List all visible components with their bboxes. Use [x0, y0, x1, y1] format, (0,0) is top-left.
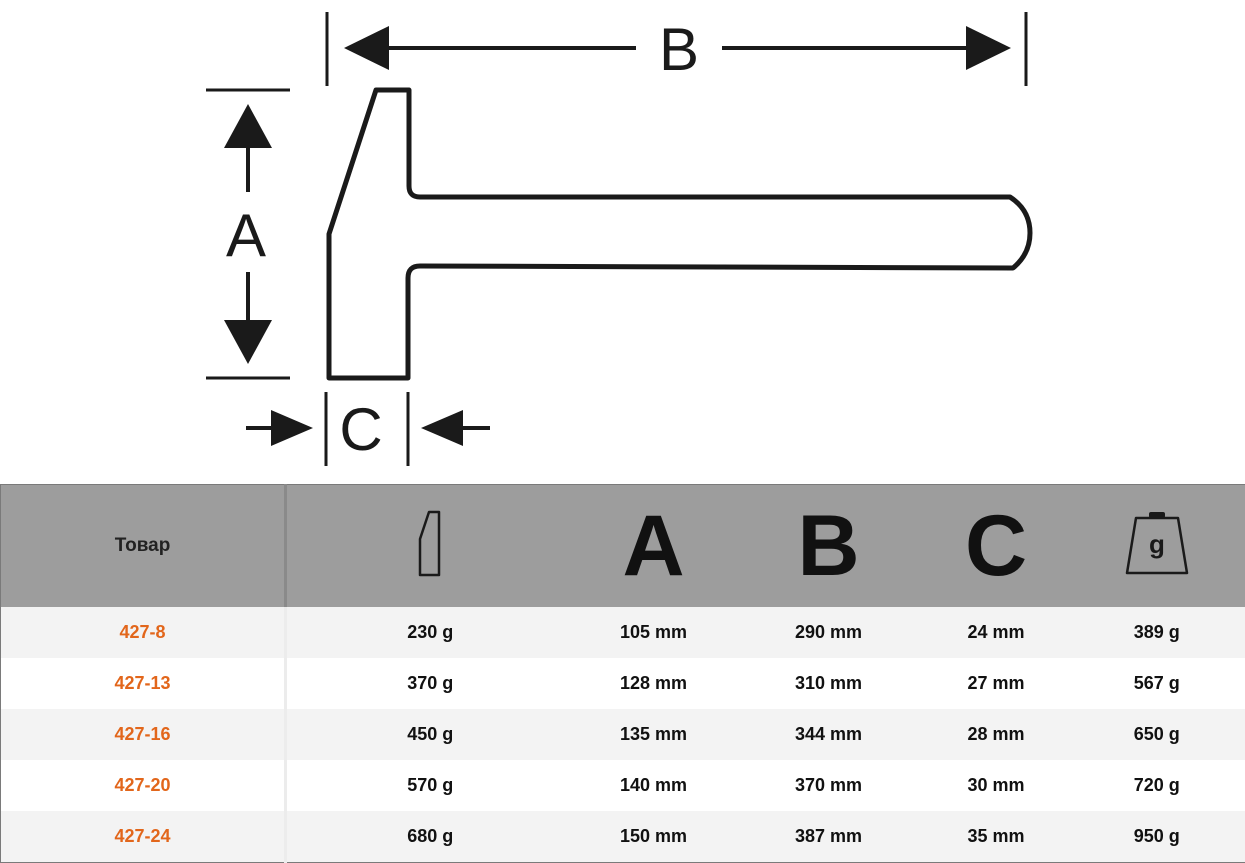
- product-link[interactable]: 427-16: [114, 724, 171, 744]
- dimension-c-label: C: [339, 396, 382, 463]
- c-cell: 27 mm: [923, 658, 1069, 709]
- weight-icon-label: g: [1149, 529, 1165, 559]
- head-weight-cell: 680 g: [285, 811, 574, 863]
- dimension-b-label: B: [659, 16, 699, 83]
- product-link[interactable]: 427-8: [119, 622, 166, 642]
- c-cell: 35 mm: [923, 811, 1069, 863]
- product-cell[interactable]: 427-8: [0, 607, 287, 658]
- product-cell[interactable]: 427-24: [0, 811, 287, 863]
- table-row: 427-20 570 g 140 mm 370 mm 30 mm 720 g: [0, 760, 1245, 811]
- head-weight-cell: 570 g: [285, 760, 574, 811]
- product-link[interactable]: 427-24: [114, 826, 171, 846]
- dimension-a: [206, 88, 290, 380]
- b-cell: 344 mm: [733, 709, 924, 760]
- hammer-head-icon: [417, 509, 443, 584]
- c-cell: 30 mm: [923, 760, 1069, 811]
- b-column-letter: B: [797, 498, 860, 594]
- table-row: 427-8 230 g 105 mm 290 mm 24 mm 389 g: [0, 607, 1245, 658]
- weight-cell: 567 g: [1068, 658, 1245, 709]
- c-cell: 24 mm: [923, 607, 1069, 658]
- dimension-b: [325, 12, 1028, 86]
- a-cell: 105 mm: [573, 607, 734, 658]
- a-cell: 128 mm: [573, 658, 734, 709]
- table-row: 427-13 370 g 128 mm 310 mm 27 mm 567 g: [0, 658, 1245, 709]
- b-cell: 370 mm: [733, 760, 924, 811]
- hammer-outline: [326, 87, 1033, 381]
- a-cell: 150 mm: [573, 811, 734, 863]
- c-column-header: C: [923, 484, 1069, 607]
- product-link[interactable]: 427-20: [114, 775, 171, 795]
- product-cell[interactable]: 427-20: [0, 760, 287, 811]
- spec-table: Товар A B C: [0, 484, 1245, 863]
- head-weight-cell: 230 g: [285, 607, 574, 658]
- head-weight-cell: 450 g: [285, 709, 574, 760]
- c-cell: 28 mm: [923, 709, 1069, 760]
- dimension-c: [246, 392, 490, 466]
- table-header-row: Товар A B C: [0, 484, 1245, 607]
- weight-column-header: g: [1068, 484, 1245, 607]
- weight-cell: 389 g: [1068, 607, 1245, 658]
- product-column-header: Товар: [0, 484, 287, 607]
- weight-cell: 650 g: [1068, 709, 1245, 760]
- table-row: 427-16 450 g 135 mm 344 mm 28 mm 650 g: [0, 709, 1245, 760]
- a-column-header: A: [573, 484, 734, 607]
- product-cell[interactable]: 427-13: [0, 658, 287, 709]
- weight-cell: 950 g: [1068, 811, 1245, 863]
- dimension-a-label: A: [226, 202, 266, 269]
- a-cell: 135 mm: [573, 709, 734, 760]
- product-cell[interactable]: 427-16: [0, 709, 287, 760]
- head-weight-cell: 370 g: [285, 658, 574, 709]
- c-column-letter: C: [964, 498, 1028, 594]
- b-cell: 387 mm: [733, 811, 924, 863]
- hammer-dimension-diagram: B A C: [206, 12, 1033, 466]
- a-column-letter: A: [622, 498, 685, 594]
- b-column-header: B: [733, 484, 924, 607]
- b-cell: 310 mm: [733, 658, 924, 709]
- weight-icon: g: [1122, 509, 1192, 584]
- head-weight-column-header: [285, 484, 574, 607]
- a-cell: 140 mm: [573, 760, 734, 811]
- product-link[interactable]: 427-13: [114, 673, 171, 693]
- table-row: 427-24 680 g 150 mm 387 mm 35 mm 950 g: [0, 811, 1245, 863]
- weight-cell: 720 g: [1068, 760, 1245, 811]
- b-cell: 290 mm: [733, 607, 924, 658]
